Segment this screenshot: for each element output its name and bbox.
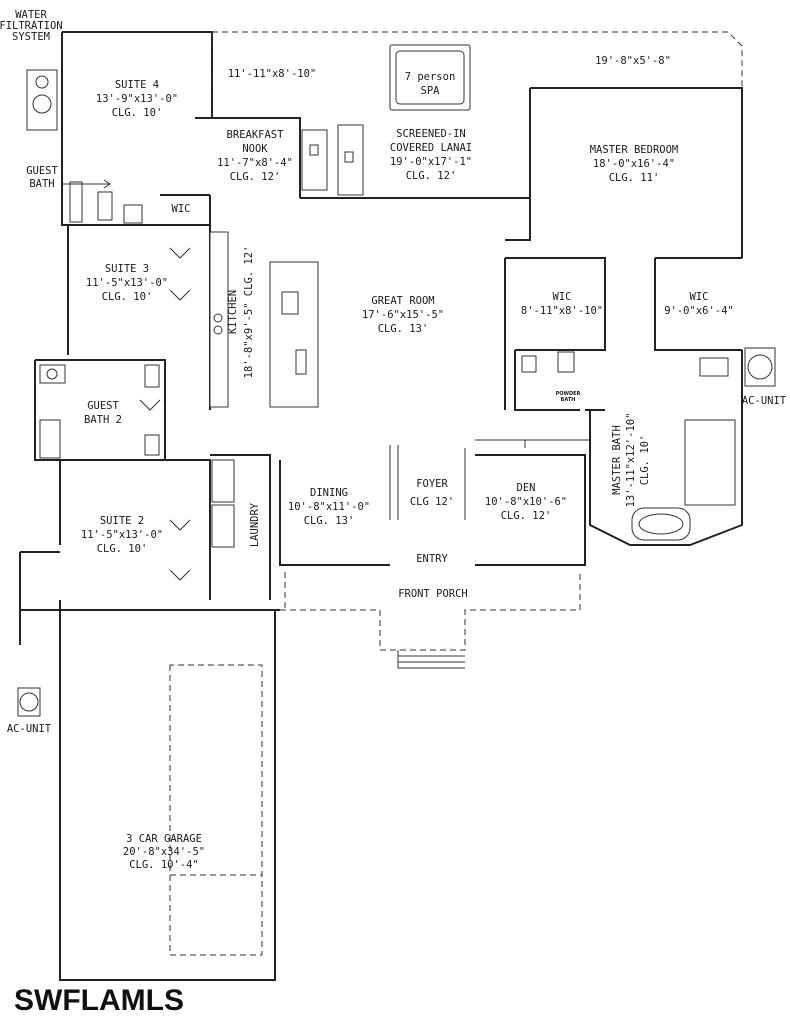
room-label-line: COVERED LANAI bbox=[390, 142, 472, 154]
room-label-line: CLG. 13' bbox=[304, 515, 355, 527]
room-label-line: CLG. 11' bbox=[609, 172, 660, 184]
room-label-line: 18'-0"x16'-4" bbox=[593, 158, 675, 170]
room-label-wic-master-2: WIC 9'-0"x6'-4" bbox=[664, 291, 734, 317]
room-label-line: 10'-8"x10'-6" bbox=[485, 496, 567, 508]
room-label-breakfast-nook: BREAKFAST NOOK 11'-7"x8'-4" CLG. 12' bbox=[217, 129, 293, 183]
room-label-line: NOOK bbox=[242, 143, 268, 155]
room-label-ac-unit-right: AC-UNIT bbox=[742, 395, 787, 407]
room-label-den: DEN 10'-8"x10'-6" CLG. 12' bbox=[485, 482, 567, 522]
room-label-line: DEN bbox=[517, 482, 536, 494]
room-label-line: 18'-8"x9'-5" CLG. 12' bbox=[243, 246, 255, 379]
room-label-line: GREAT ROOM bbox=[371, 295, 434, 307]
room-label-entry: ENTRY bbox=[416, 553, 448, 565]
room-label-line: WIC bbox=[690, 291, 709, 303]
room-label-line: BATH 2 bbox=[84, 414, 122, 426]
room-label-line: 19'-8"x5'-8" bbox=[595, 55, 671, 67]
room-label-line: BATH bbox=[29, 178, 54, 190]
room-label-wic-suite4: WIC bbox=[172, 203, 191, 215]
room-label-ac-unit-left: AC-UNIT bbox=[7, 723, 52, 735]
room-label-line: BREAKFAST bbox=[227, 129, 285, 141]
room-label-line: MASTER BATH bbox=[611, 425, 623, 495]
room-label-line: BATH bbox=[561, 397, 576, 403]
room-label-laundry: LAUNDRY bbox=[249, 502, 261, 547]
walls bbox=[19, 31, 743, 981]
room-label-lanai-left-dim: 11'-11"x8'-10" bbox=[228, 68, 317, 80]
room-label-line: 13'-9"x13'-0" bbox=[96, 93, 178, 105]
room-label-screened-lanai: SCREENED-IN COVERED LANAI 19'-0"x17'-1" CLG… bbox=[390, 128, 472, 182]
room-label-line: DINING bbox=[310, 487, 348, 499]
room-label-line: 13'-11"x12'-10" bbox=[625, 413, 637, 508]
room-label-line: KITCHEN bbox=[227, 290, 239, 334]
room-label-dining: DINING 10'-8"x11'-0" CLG. 13' bbox=[288, 487, 370, 527]
room-label-line: SCREENED-IN bbox=[396, 128, 466, 140]
room-label-line: LAUNDRY bbox=[249, 502, 261, 547]
room-label-line: 3 CAR GARAGE bbox=[126, 833, 202, 845]
room-label-line: FILTRATION bbox=[0, 20, 63, 32]
room-label-suite-2: SUITE 2 11'-5"x13'-0" CLG. 10' bbox=[81, 515, 163, 555]
room-label-line: SUITE 2 bbox=[100, 515, 144, 527]
room-label-line: CLG. 10' bbox=[639, 435, 651, 486]
room-label-line: CLG. 10' bbox=[112, 107, 163, 119]
room-label-line: 17'-6"x15'-5" bbox=[362, 309, 444, 321]
room-label-line: WATER bbox=[15, 9, 47, 21]
room-label-line: CLG. 12' bbox=[501, 510, 552, 522]
room-label-suite-4: SUITE 4 13'-9"x13'-0" CLG. 10' bbox=[96, 79, 178, 119]
room-label-line: 10'-8"x11'-0" bbox=[288, 501, 370, 513]
room-label-kitchen: KITCHEN 18'-8"x9'-5" CLG. 12' bbox=[227, 246, 255, 379]
room-label-great-room: GREAT ROOM 17'-6"x15'-5" CLG. 13' bbox=[362, 295, 444, 335]
room-label-line: 11'-5"x13'-0" bbox=[81, 529, 163, 541]
room-label-line: CLG. 10'-4" bbox=[129, 859, 199, 871]
room-label-line: WIC bbox=[172, 203, 191, 215]
room-label-wic-master-1: WIC 8'-11"x8'-10" bbox=[521, 291, 603, 317]
room-label-line: CLG. 10' bbox=[102, 291, 153, 303]
room-label-line: AC-UNIT bbox=[742, 395, 787, 407]
room-label-line: AC-UNIT bbox=[7, 723, 52, 735]
room-label-line: GUEST bbox=[26, 165, 58, 177]
room-label-guest-bath-2: GUEST BATH 2 bbox=[84, 400, 122, 426]
room-label-line: POWDER bbox=[556, 391, 581, 397]
room-label-line: FRONT PORCH bbox=[398, 588, 468, 600]
room-label-line: 7 person bbox=[405, 71, 456, 83]
room-label-line: CLG. 13' bbox=[378, 323, 429, 335]
room-label-line: SPA bbox=[421, 85, 441, 97]
room-label-line: CLG. 10' bbox=[97, 543, 148, 555]
room-label-line: SUITE 3 bbox=[105, 263, 149, 275]
room-label-line: 20'-8"x34'-5" bbox=[123, 846, 205, 858]
room-label-lanai-right-dim: 19'-8"x5'-8" bbox=[595, 55, 671, 67]
room-label-line: ENTRY bbox=[416, 553, 448, 565]
room-label-line: FOYER bbox=[416, 478, 448, 490]
room-label-line: CLG. 12' bbox=[230, 171, 281, 183]
room-label-line: CLG 12' bbox=[410, 496, 454, 508]
watermark: SWFLAMLS bbox=[14, 984, 184, 1017]
room-label-line: GUEST bbox=[87, 400, 119, 412]
room-label-line: 8'-11"x8'-10" bbox=[521, 305, 603, 317]
room-label-line: 19'-0"x17'-1" bbox=[390, 156, 472, 168]
room-label-foyer: FOYER CLG 12' bbox=[410, 478, 454, 508]
room-label-line: 11'-11"x8'-10" bbox=[228, 68, 317, 80]
room-label-line: SYSTEM bbox=[12, 31, 50, 43]
room-label-line: WIC bbox=[553, 291, 572, 303]
room-label-line: 9'-0"x6'-4" bbox=[664, 305, 734, 317]
room-label-front-porch: FRONT PORCH bbox=[398, 588, 468, 600]
fixtures bbox=[17, 44, 776, 717]
room-label-line: SUITE 4 bbox=[115, 79, 159, 91]
room-label-master-bedroom: MASTER BEDROOM 18'-0"x16'-4" CLG. 11' bbox=[590, 144, 679, 184]
room-label-suite-3: SUITE 3 11'-5"x13'-0" CLG. 10' bbox=[86, 263, 168, 303]
room-label-line: 11'-7"x8'-4" bbox=[217, 157, 293, 169]
room-label-line: CLG. 12' bbox=[406, 170, 457, 182]
room-label-line: 11'-5"x13'-0" bbox=[86, 277, 168, 289]
room-label-line: MASTER BEDROOM bbox=[590, 144, 679, 156]
